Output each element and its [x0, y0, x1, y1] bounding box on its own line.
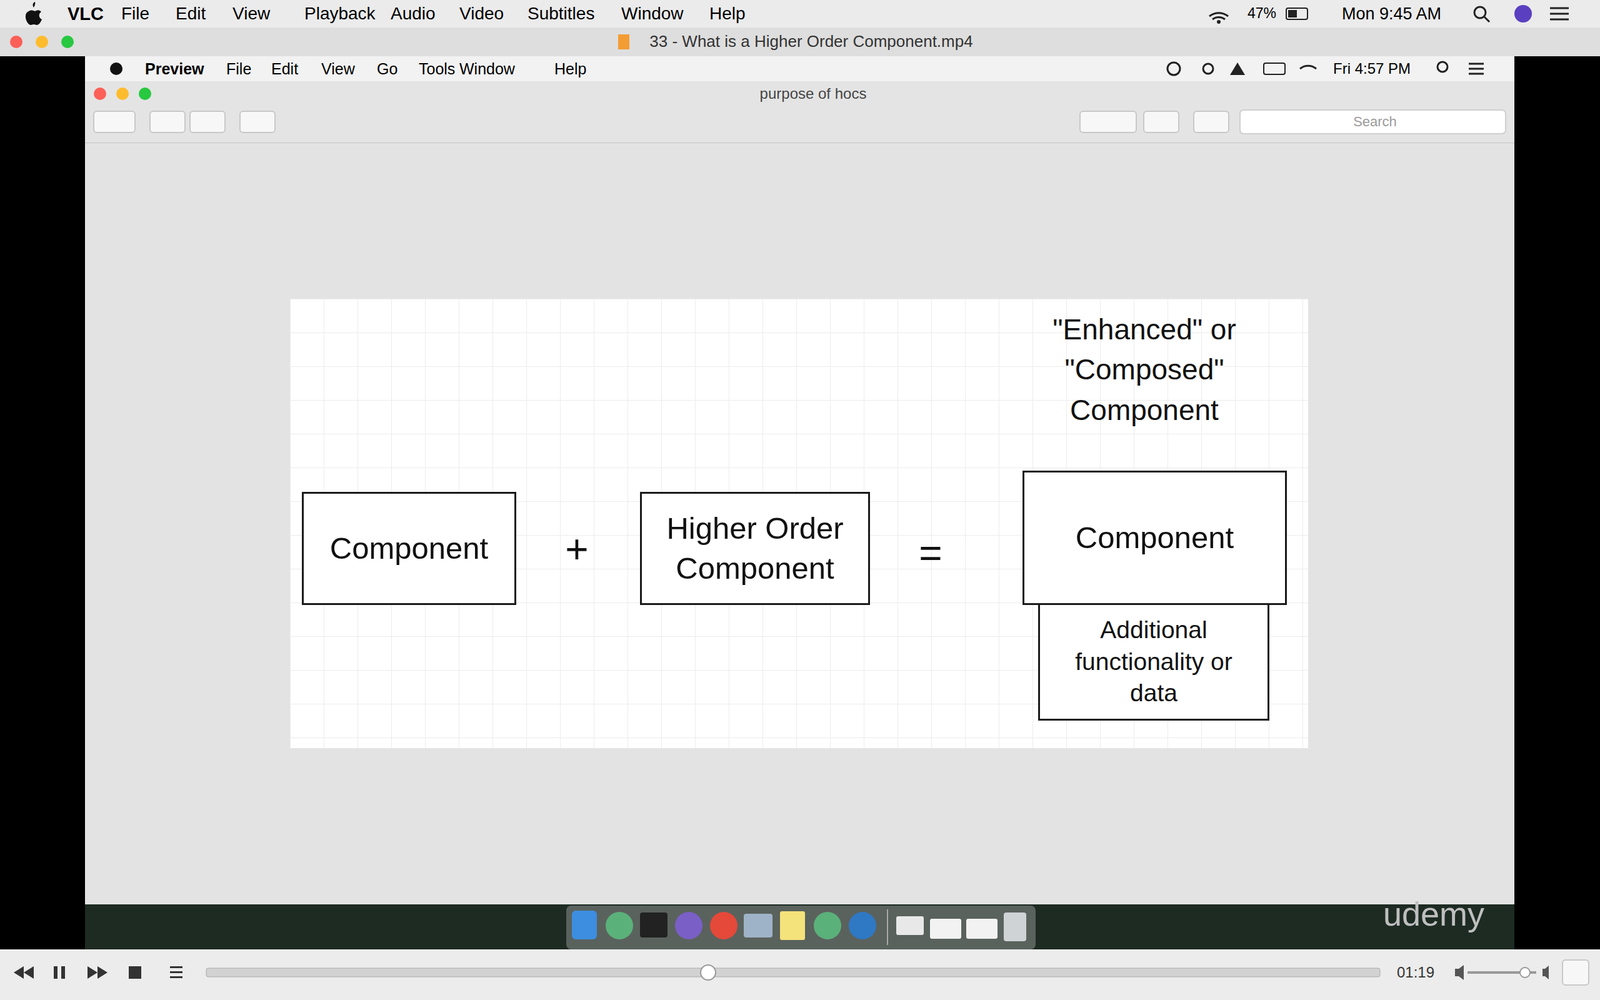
menu-item: Edit — [271, 59, 299, 79]
wifi-icon — [1300, 65, 1317, 69]
menu-item: View — [232, 3, 270, 25]
menu-item: Help — [709, 3, 746, 25]
menu-item: Go — [376, 59, 398, 79]
timestamp: 01:19 — [1396, 963, 1435, 982]
menu-bar — [0, 0, 1600, 28]
menu-item: Tools — [418, 59, 455, 79]
menu-item: Edit — [175, 3, 206, 25]
dock — [566, 905, 1036, 950]
controls-bar — [0, 949, 1600, 1000]
close-button — [93, 87, 107, 100]
app-name: VLC — [67, 3, 104, 25]
status-icon — [1203, 63, 1214, 74]
minimize-button — [116, 87, 129, 100]
progress-knob — [700, 965, 716, 980]
search-icon — [1437, 61, 1448, 72]
video-area — [0, 56, 1600, 950]
list-icon — [1468, 63, 1484, 74]
fullscreen-button — [1562, 960, 1589, 985]
clock: Fri 4:57 PM — [1333, 60, 1411, 79]
desktop-background — [85, 904, 1515, 950]
status-icon — [1167, 62, 1180, 75]
volume-icon — [1542, 965, 1549, 980]
hoc-box: Higher Order Component — [640, 491, 870, 605]
minimize-button — [35, 35, 49, 49]
grid-paper — [290, 298, 1309, 749]
document-title: purpose of hocs — [760, 85, 867, 104]
battery-icon — [1286, 8, 1308, 20]
progress-track — [206, 968, 1380, 977]
clock: Mon 9:45 AM — [1341, 3, 1442, 24]
plus-sign: + — [565, 525, 589, 574]
file-icon — [618, 34, 630, 50]
menu-item: View — [321, 59, 355, 79]
diagram-heading: "Enhanced" or "Composed" Component — [1025, 309, 1264, 430]
search-placeholder: Search — [1353, 113, 1397, 130]
volume-knob — [1520, 967, 1530, 978]
watermark: udemy — [1383, 893, 1485, 935]
search-field — [1240, 110, 1506, 134]
title-bar — [0, 27, 1600, 57]
menu-item: Subtitles — [527, 3, 595, 25]
box-text: Additional functionality or data — [1052, 614, 1255, 710]
equals-sign: = — [918, 529, 942, 578]
window-title: 33 - What is a Higher Order Component.mp… — [649, 31, 973, 52]
component-box: Component — [301, 491, 517, 605]
menu-item: Window — [621, 3, 684, 25]
zoom-button — [138, 87, 152, 100]
enhanced-component-box: Component — [1022, 470, 1287, 605]
toolbar-button — [93, 111, 1229, 133]
dock-icon — [571, 909, 1027, 945]
volume-icon — [1455, 965, 1464, 980]
wifi-icon — [1209, 13, 1229, 20]
search-icon — [1484, 16, 1490, 22]
close-button — [10, 35, 23, 49]
menu-item: Window — [459, 59, 515, 79]
box-text: Component — [330, 528, 489, 569]
menu-item: Help — [554, 59, 587, 79]
battery-icon — [1263, 63, 1285, 75]
apple-logo — [110, 62, 123, 75]
app-name: Preview — [145, 59, 205, 79]
wifi-icon — [1216, 20, 1221, 24]
drive-icon — [1230, 62, 1245, 75]
box-text: Higher Order Component — [654, 508, 856, 589]
box-text: Component — [1075, 518, 1234, 559]
menu-item: File — [226, 59, 252, 79]
battery-icon — [1288, 10, 1297, 18]
menu-item: Playback — [304, 3, 376, 25]
zoom-button — [61, 35, 74, 49]
apple-logo — [25, 1, 42, 25]
battery-percent: 47% — [1247, 5, 1277, 23]
menu-bar — [85, 56, 1515, 82]
menu-item: Audio — [390, 3, 436, 25]
window-toolbar — [85, 81, 1515, 144]
additional-functionality-box: Additional functionality or data — [1038, 603, 1270, 721]
menu-item: File — [121, 3, 150, 25]
menu-item: Video — [459, 3, 504, 25]
search-icon — [1474, 6, 1486, 19]
window-content — [85, 143, 1515, 905]
diagram-image — [290, 298, 1309, 749]
siri-icon — [1514, 5, 1532, 23]
list-icon — [1550, 8, 1569, 20]
control-button — [13, 966, 183, 979]
